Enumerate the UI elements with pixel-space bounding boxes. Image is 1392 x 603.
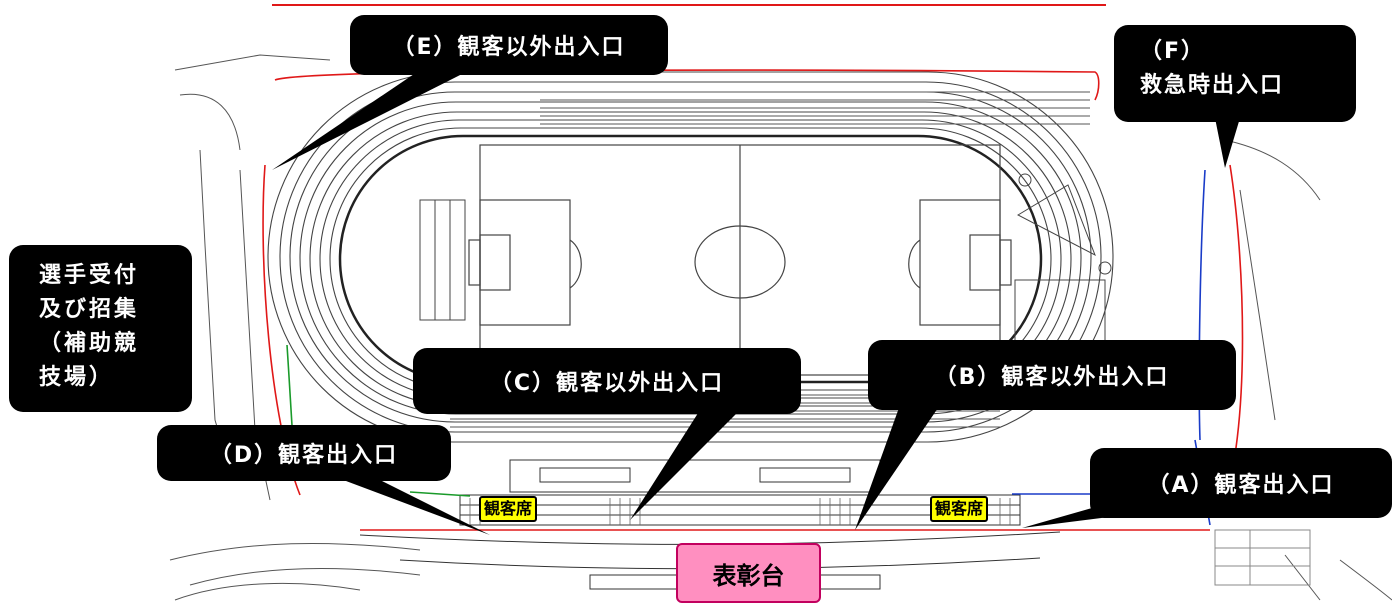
entrance-c-label: （C）観客以外出入口 [489,371,725,396]
awards-podium: 表彰台 [676,543,821,603]
callout-entrance-c: （C）観客以外出入口 [413,348,801,414]
awards-podium-label: 表彰台 [712,561,785,590]
entrance-a-label: （A）観客出入口 [1147,473,1335,498]
entrance-f-label-2: 救急時出入口 [1140,73,1285,98]
reception-label-1: 選手受付 [39,263,140,288]
seats-badge-right: 観客席 [930,496,989,522]
entrance-e-label: （E）観客以外出入口 [392,35,626,60]
pointer-c [630,410,740,520]
callout-entrance-e: （E）観客以外出入口 [350,15,668,75]
pointer-d [330,475,490,535]
entrance-f-label-1: （F） [1140,39,1206,64]
pointer-f [1215,118,1240,168]
seats-badge-left: 観客席 [479,496,538,522]
entrance-b-label: （B）観客以外出入口 [934,365,1170,390]
reception-label-3: （補助競 [39,331,140,356]
pointer-e [272,70,470,170]
seat-rows [469,498,1011,525]
callout-entrance-b: （B）観客以外出入口 [868,340,1236,410]
callout-pointers [272,70,1240,535]
running-track [267,71,1114,443]
callout-athlete-reception: 選手受付 及び招集 （補助競 技場） [9,245,192,412]
callout-entrance-a: （A）観客出入口 [1090,448,1392,518]
callout-entrance-f: （F） 救急時出入口 [1114,25,1356,122]
entrance-d-label: （D）観客出入口 [209,443,399,468]
reception-label-2: 及び招集 [39,297,140,322]
callout-entrance-d: （D）観客出入口 [157,425,451,481]
legend-table [1214,529,1311,586]
pointer-b [855,405,940,530]
reception-label-4: 技場） [39,365,115,390]
